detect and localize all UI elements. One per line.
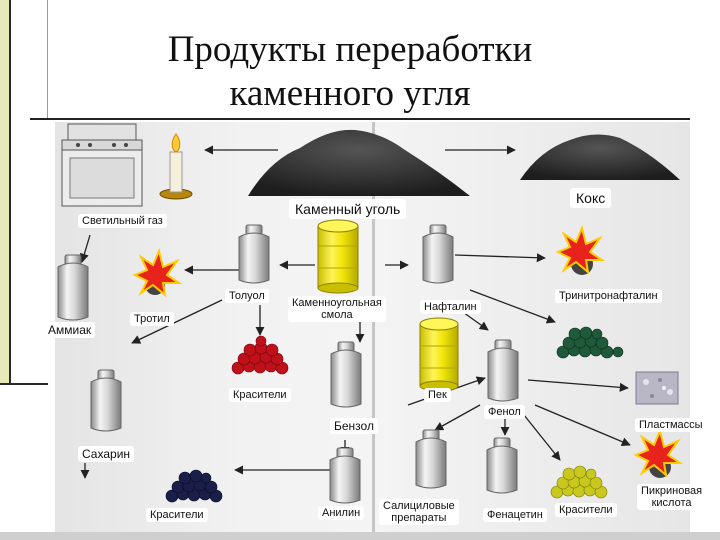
- label-plastics: Пластмассы: [635, 418, 707, 432]
- label-trotyl: Тротил: [130, 312, 174, 326]
- bottle-salicylic-icon: [415, 429, 447, 489]
- arrow-naphthalene-to-tnn: [454, 253, 546, 263]
- label-picric-acid: Пикриновая кислота: [637, 484, 707, 510]
- arrow-naphthalene-to-green: [469, 289, 556, 324]
- label-trinitronaphthalene: Тринитронафталин: [555, 289, 662, 303]
- label-pitch: Пек: [424, 388, 451, 402]
- label-ammonia: Аммиак: [44, 322, 96, 338]
- bottle-benzene-icon: [330, 341, 362, 408]
- label-toluene: Толуол: [225, 289, 269, 303]
- label-salicylic: Салициловые препараты: [379, 499, 459, 525]
- barrel-pitch-icon: [419, 317, 459, 392]
- arrow-toluene-to-saccharin: [131, 299, 223, 344]
- arrow-phenol-to-picric: [534, 404, 631, 447]
- arrows: [79, 145, 631, 479]
- label-saccharin: Сахарин: [78, 446, 135, 462]
- barrel-coal-tar-icon: [317, 219, 359, 294]
- bottom-strip: [0, 532, 720, 540]
- left-accent-line: [0, 383, 48, 385]
- label-phenacetin: Фенацетин: [483, 508, 547, 522]
- plastics-swatch-icon: [635, 371, 679, 405]
- label-benzene: Бензол: [330, 418, 378, 434]
- bottle-phenol-icon: [487, 339, 519, 402]
- arrow-phenol-to-salicylic: [434, 404, 481, 431]
- left-accent-bar: [0, 0, 9, 385]
- left-rule: [47, 0, 48, 120]
- explosion-picric-icon: [633, 427, 684, 478]
- label-coke: Кокс: [570, 188, 612, 208]
- candle-icon: [159, 133, 193, 200]
- bottle-naphthalene-icon: [422, 224, 454, 284]
- coke-pile-icon: [520, 134, 680, 180]
- dye-pile-navy-icon: [165, 469, 223, 503]
- label-aniline: Анилин: [318, 506, 365, 520]
- dye-pile-green-icon: [556, 326, 624, 359]
- bottle-ammonia-icon: [57, 254, 89, 321]
- stove-icon: [61, 123, 143, 207]
- bottle-aniline-icon: [329, 447, 361, 504]
- bottle-saccharin-icon: [90, 369, 122, 432]
- label-naphthalene: Нафталин: [420, 300, 481, 314]
- label-coal: Каменный уголь: [289, 199, 407, 219]
- left-accent-edge: [9, 0, 11, 385]
- title-line-1: Продукты переработки: [167, 29, 533, 70]
- label-dyes-2: Красители: [146, 508, 208, 522]
- slide-title: Продукты переработки каменного угля: [110, 28, 590, 116]
- arrow-phenol-to-dyes3: [519, 409, 561, 461]
- arrow-gas-to-ammonia: [79, 234, 91, 263]
- bottle-toluene-icon: [238, 224, 270, 284]
- bottle-phenacetin-icon: [486, 437, 518, 494]
- title-line-2: каменного угля: [229, 73, 471, 114]
- label-phenol: Фенол: [484, 405, 525, 419]
- dye-pile-yellow-icon: [550, 465, 608, 499]
- explosion-tnn-icon: [555, 224, 606, 275]
- panel-seam: [372, 122, 375, 532]
- coal-pile-icon: [248, 129, 470, 196]
- arrow-phenol-to-plastics: [527, 379, 629, 392]
- label-dyes-1: Красители: [229, 388, 291, 402]
- label-coal-tar: Каменноугольная смола: [288, 296, 386, 322]
- title-rule: [30, 118, 690, 120]
- label-lighting-gas: Светильный газ: [78, 214, 167, 228]
- label-dyes-3: Красители: [555, 503, 617, 517]
- dye-pile-red-icon: [231, 335, 289, 375]
- explosion-trotyl-icon: [132, 247, 183, 298]
